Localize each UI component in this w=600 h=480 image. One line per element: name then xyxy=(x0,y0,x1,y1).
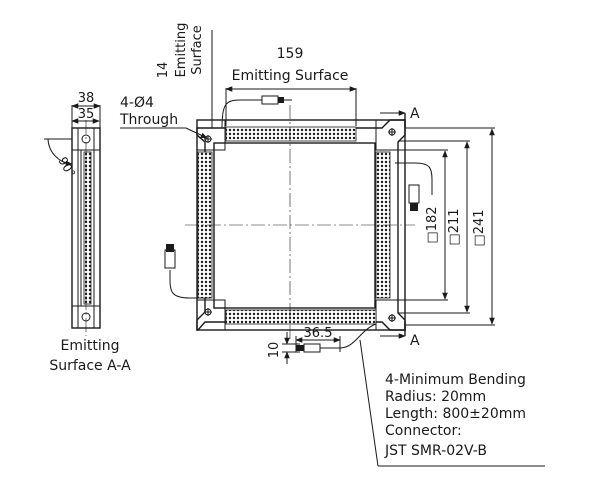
note-leader xyxy=(359,339,379,467)
corner-top-left xyxy=(196,119,226,151)
corner-top-right xyxy=(375,119,406,151)
dim-211: □211 xyxy=(447,208,462,245)
note-line-1: 4-Minimum Bending xyxy=(385,372,526,388)
dim-38: 38 xyxy=(78,91,95,106)
cable-left xyxy=(169,270,210,299)
note-line-2: Radius: 20mm xyxy=(385,389,486,405)
dim-159: 159 xyxy=(277,46,304,62)
corner-bottom-left xyxy=(196,299,226,331)
spec-note: 4-Minimum Bending Radius: 20mm Length: 8… xyxy=(384,372,526,459)
dim-241: □241 xyxy=(472,209,487,246)
dim-35: 35 xyxy=(78,107,95,122)
dim-14-label-2: Surface xyxy=(190,25,205,75)
angle-90: 90° xyxy=(55,155,78,180)
note-line-5: JST SMR-02V-B xyxy=(384,443,487,459)
mount-hole-bottom-left xyxy=(204,308,212,316)
dim-159-label: Emitting Surface xyxy=(232,68,349,84)
dim-14: 14 xyxy=(156,62,171,79)
side-caption-2: Surface A-A xyxy=(49,358,131,374)
cable-right xyxy=(395,162,433,195)
note-line-4: Connector: xyxy=(385,423,462,439)
hole-note-2: Through xyxy=(119,112,178,128)
dim-10: 10 xyxy=(267,342,282,359)
side-led-strip xyxy=(83,151,92,305)
mount-hole-top-right xyxy=(388,128,396,136)
section-mark-top: A xyxy=(410,106,420,122)
side-view: 38 35 90° Emitting Surface A-A xyxy=(44,91,131,374)
hole-note-1: 4-Ø4 xyxy=(120,95,154,111)
note-line-3: Length: 800±20mm xyxy=(385,406,526,422)
section-mark-bottom: A xyxy=(410,333,420,349)
dim-182: □182 xyxy=(425,206,440,243)
connector-top xyxy=(261,95,279,105)
led-strip-top xyxy=(225,126,357,142)
mount-hole-top-left xyxy=(204,135,212,143)
connector-right xyxy=(408,184,420,204)
connector-bottom xyxy=(303,343,321,353)
front-view: A A 159 Emitting Surface 14 Emitting Sur… xyxy=(119,23,545,467)
dim-36-5: 36.5 xyxy=(304,326,333,341)
emitting-opening xyxy=(213,142,376,309)
dim-14-label-1: Emitting xyxy=(174,23,189,78)
connector-left xyxy=(164,249,176,269)
cable-top xyxy=(221,99,262,129)
side-caption-1: Emitting xyxy=(60,338,119,354)
led-strip-bottom xyxy=(225,309,377,325)
mount-hole-bottom-right xyxy=(388,314,396,322)
